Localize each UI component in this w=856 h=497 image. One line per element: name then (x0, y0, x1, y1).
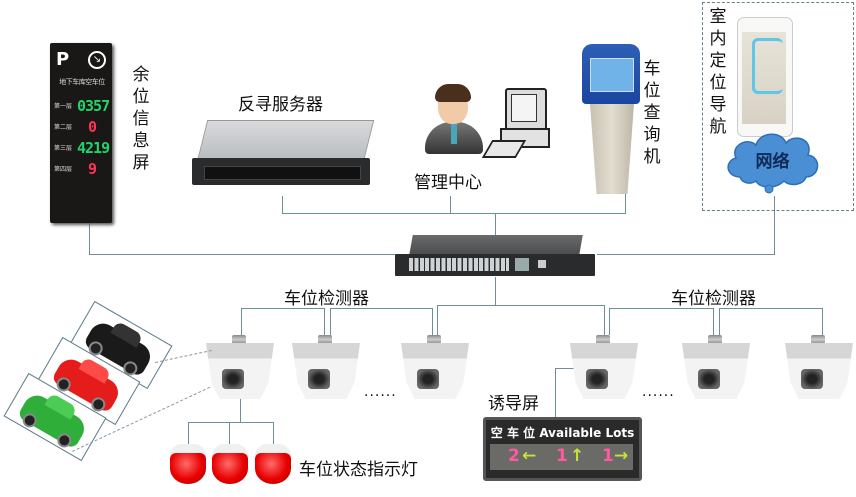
level-row: 第一层 0357 (54, 97, 110, 115)
detectors-left-ellipsis: ...... (364, 384, 397, 400)
arrow-left-icon: ← (522, 446, 537, 466)
left-chain-b-r (432, 308, 433, 335)
bus-to-switch-line (495, 213, 496, 237)
level-row: 第二层 0 (54, 118, 110, 136)
lower-bus-right-drop (604, 305, 605, 335)
right-chain-b (719, 308, 822, 309)
left-bus-line (89, 254, 395, 255)
phone-map-icon (742, 32, 786, 124)
guide-screen-label: 诱导屏 (488, 394, 539, 414)
right-chain-b-l (719, 308, 720, 335)
level-count: 0 (88, 118, 97, 136)
keyboard-icon (481, 140, 527, 158)
parking-detector-icon (682, 335, 750, 399)
info-screen-drop-line (89, 222, 90, 255)
right-chain-a-l (609, 308, 610, 335)
detectors-right-ellipsis: ...... (642, 384, 675, 400)
left-chain-a (241, 308, 325, 309)
level-name: 第三层 (54, 145, 73, 152)
arrow-right-icon: → (614, 446, 629, 466)
right-bus-line (597, 254, 775, 255)
right-chain-a (609, 308, 713, 309)
lower-bus-left-drop (437, 305, 438, 335)
lamp-drop-3 (273, 422, 274, 444)
management-label: 管理中心 (414, 173, 482, 193)
status-light-label: 车位状态指示灯 (299, 460, 418, 480)
remaining-spaces-screen: P ↘ 地下车库空车位 第一层 0357 第二层 0 第三层 4219 第四层 … (50, 43, 112, 223)
lower-bus-line (437, 305, 604, 306)
lamp-drop-1 (188, 422, 189, 444)
lamp-trunk (240, 398, 241, 422)
parking-detector-icon (292, 335, 360, 399)
arrow-up-icon: ↑ (570, 446, 585, 466)
guidance-screen: 空 车 位 Available Lots 2 ← 1 ↑ 1 → (483, 417, 642, 481)
server-label: 反寻服务器 (238, 95, 323, 115)
left-chain-a-l (241, 308, 242, 335)
switch-down-line (495, 277, 496, 305)
right-chain-a-r (713, 308, 714, 335)
status-light-icon (212, 444, 248, 484)
info-screen-label: 余位信息屏 (132, 65, 150, 173)
cloud-icon (727, 133, 819, 194)
person-hair-icon (435, 84, 471, 102)
parking-detector-icon (206, 335, 274, 399)
level-name: 第一层 (54, 103, 73, 110)
parking-logo-icon: P (56, 49, 70, 70)
indoor-nav-group (702, 2, 854, 211)
kiosk-screen-icon (590, 58, 634, 92)
parking-detector-icon (401, 335, 469, 399)
detectors-right-label: 车位检测器 (671, 289, 756, 309)
guide-row: 2 ← 1 ↑ 1 → (490, 444, 633, 470)
left-chain-b (330, 308, 432, 309)
lamp-bar (188, 422, 274, 423)
left-chain-a-r (324, 308, 325, 335)
network-drop-line (774, 196, 775, 255)
kiosk-drop-line (625, 194, 626, 214)
tie-icon (451, 124, 457, 144)
route-icon (752, 38, 783, 94)
guide-link-v (555, 368, 556, 418)
computer-screen-icon (511, 94, 537, 122)
kiosk-label: 车位查询机 (643, 59, 661, 167)
network-label: 网络 (755, 152, 790, 172)
kiosk-stand-icon (590, 104, 634, 194)
indoor-nav-label: 室内定位导航 (709, 7, 727, 137)
sign-title: 地下车库空车位 (59, 78, 105, 86)
level-count: 9 (88, 160, 97, 178)
network-cloud: 网络 (720, 125, 825, 195)
status-light-icon (170, 444, 206, 484)
mgmt-drop-line (450, 196, 451, 214)
level-name: 第四层 (54, 166, 73, 173)
status-light-icon (255, 444, 291, 484)
guide-count: 2 (508, 446, 520, 466)
level-count: 0357 (77, 97, 110, 115)
network-switch-icon (393, 235, 598, 277)
guide-title: 空 车 位 Available Lots (490, 426, 635, 440)
top-bus-line (282, 213, 626, 214)
parking-detector-icon (785, 335, 853, 399)
guide-link-h (555, 368, 577, 369)
level-name: 第二层 (54, 124, 73, 131)
level-row: 第四层 9 (54, 160, 110, 178)
server-drop-line (282, 196, 283, 214)
left-chain-b-l (330, 308, 331, 335)
server-icon (190, 120, 375, 185)
parking-detector-icon (570, 335, 638, 399)
guide-count: 1 (602, 446, 614, 466)
level-row: 第三层 4219 (54, 139, 110, 157)
guide-count: 1 (556, 446, 568, 466)
right-chain-b-r (822, 308, 823, 335)
lamp-drop-2 (229, 422, 230, 444)
arrow-sign-icon: ↘ (88, 51, 106, 69)
detectors-left-label: 车位检测器 (284, 289, 369, 309)
level-count: 4219 (77, 139, 110, 157)
